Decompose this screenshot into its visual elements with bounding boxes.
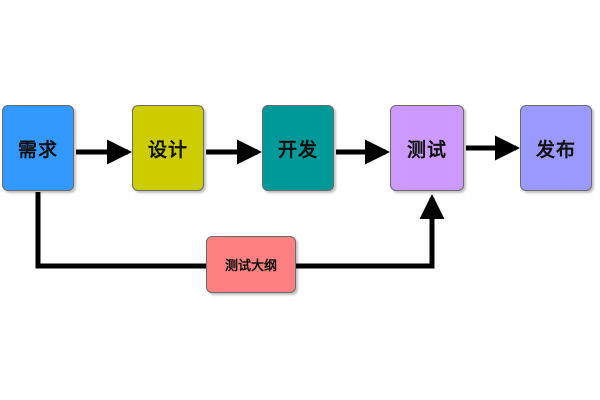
node-test-plan[interactable]: 测试大纲 (206, 236, 296, 293)
node-testing-label: 测试 (406, 138, 447, 161)
node-development[interactable]: 开发 (262, 105, 334, 191)
node-design[interactable]: 设计 (132, 105, 204, 191)
node-testing[interactable]: 测试 (390, 105, 464, 191)
node-requirements[interactable]: 需求 (2, 105, 74, 191)
node-design-label: 设计 (147, 138, 188, 161)
node-release[interactable]: 发布 (520, 105, 592, 191)
node-test-plan-label: 测试大纲 (224, 259, 277, 274)
node-requirements-label: 需求 (17, 138, 58, 161)
node-development-label: 开发 (277, 138, 318, 161)
node-release-label: 发布 (535, 138, 576, 161)
